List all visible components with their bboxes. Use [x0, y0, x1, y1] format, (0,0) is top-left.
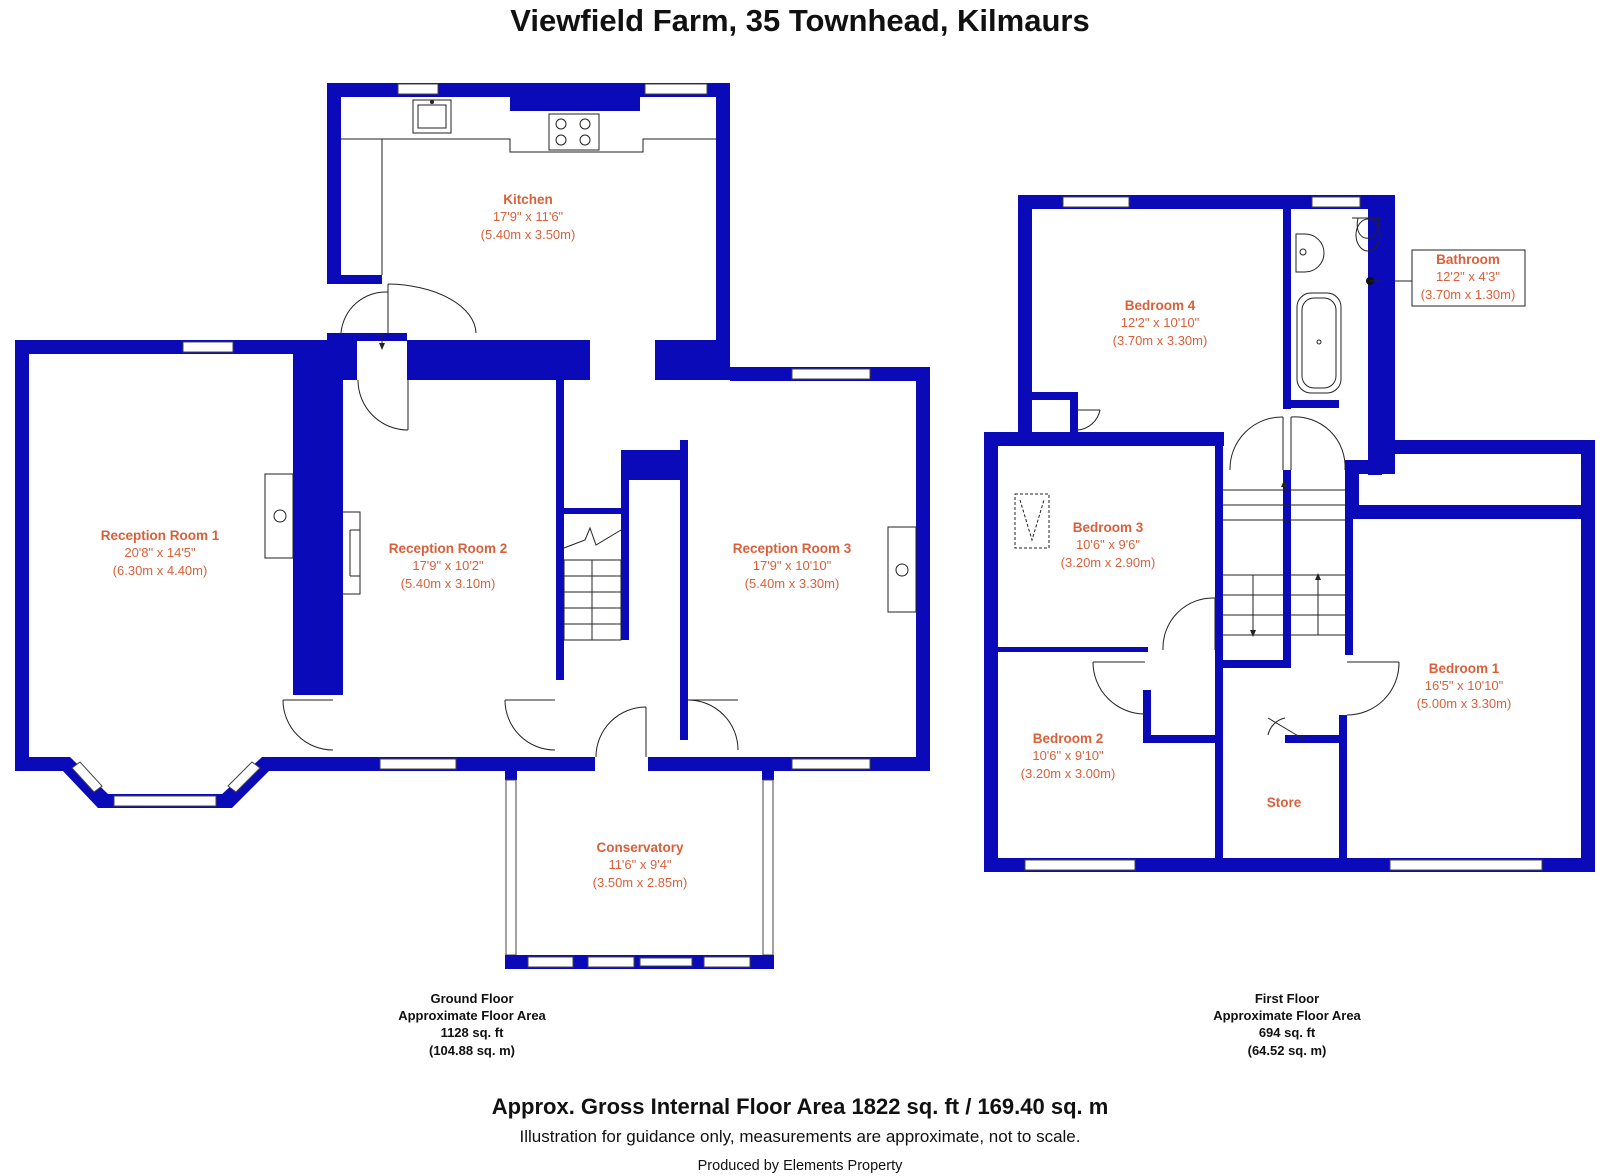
floor-name: Ground Floor — [430, 991, 513, 1006]
room-dimensions-imperial: 17'9" x 10'10" — [753, 558, 832, 573]
room-name: Store — [1267, 795, 1302, 810]
room-dimensions-metric: (3.50m x 2.85m) — [593, 875, 688, 890]
room-dimensions-imperial: 10'6" x 9'6" — [1076, 537, 1140, 552]
room-dimensions-imperial: 12'2" x 10'10" — [1121, 315, 1200, 330]
page-title: Viewfield Farm, 35 Townhead, Kilmaurs — [510, 3, 1089, 38]
room-label-bedroom-4: Bedroom 4 12'2" x 10'10" (3.70m x 3.30m) — [1113, 298, 1208, 348]
disclaimer: Illustration for guidance only, measurem… — [520, 1127, 1081, 1146]
room-dimensions-metric: (5.40m x 3.10m) — [401, 576, 496, 591]
room-dimensions-metric: (5.00m x 3.30m) — [1417, 696, 1512, 711]
ground-floor-plan — [15, 83, 930, 969]
room-label-store: Store — [1267, 795, 1302, 810]
room-name: Conservatory — [596, 840, 684, 855]
room-label-reception-room-3: Reception Room 3 17'9" x 10'10" (5.40m x… — [733, 541, 852, 591]
room-name: Kitchen — [503, 192, 553, 207]
room-label-conservatory: Conservatory 11'6" x 9'4" (3.50m x 2.85m… — [593, 840, 688, 890]
room-name: Reception Room 1 — [101, 528, 220, 543]
room-dimensions-metric: (6.30m x 4.40m) — [113, 563, 208, 578]
first-floor-area: First Floor Approximate Floor Area 694 s… — [1213, 991, 1361, 1058]
producer-credit: Produced by Elements Property — [698, 1158, 903, 1174]
room-name: Reception Room 3 — [733, 541, 852, 556]
ground-floor-area: Ground Floor Approximate Floor Area 1128… — [398, 991, 546, 1058]
room-dimensions-imperial: 20'8" x 14'5" — [124, 545, 196, 560]
room-dimensions-imperial: 16'5" x 10'10" — [1425, 678, 1504, 693]
room-name: Bedroom 3 — [1073, 520, 1144, 535]
room-dimensions-metric: (3.20m x 2.90m) — [1061, 555, 1156, 570]
room-dimensions-metric: (3.70m x 1.30m) — [1421, 287, 1516, 302]
room-name: Bedroom 4 — [1125, 298, 1196, 313]
floor-area-sqft: 1128 sq. ft — [441, 1025, 505, 1040]
floor-area-label: Approximate Floor Area — [1213, 1008, 1361, 1023]
room-label-bedroom-2: Bedroom 2 10'6" x 9'10" (3.20m x 3.00m) — [1021, 731, 1116, 781]
room-label-reception-room-1: Reception Room 1 20'8" x 14'5" (6.30m x … — [101, 528, 220, 578]
room-dimensions-metric: (5.40m x 3.30m) — [745, 576, 840, 591]
room-name: Bathroom — [1436, 252, 1500, 267]
room-name: Bedroom 1 — [1429, 661, 1500, 676]
room-label-kitchen: Kitchen 17'9" x 11'6" (5.40m x 3.50m) — [481, 192, 576, 242]
room-name: Bedroom 2 — [1033, 731, 1104, 746]
floor-area-sqm: (104.88 sq. m) — [429, 1043, 515, 1058]
room-name: Reception Room 2 — [389, 541, 508, 556]
room-dimensions-imperial: 17'9" x 11'6" — [493, 209, 564, 224]
room-dimensions-metric: (3.70m x 3.30m) — [1113, 333, 1208, 348]
floor-area-sqm: (64.52 sq. m) — [1248, 1043, 1327, 1058]
room-dimensions-metric: (5.40m x 3.50m) — [481, 227, 576, 242]
room-label-bedroom-1: Bedroom 1 16'5" x 10'10" (5.00m x 3.30m) — [1417, 661, 1512, 711]
room-label-bathroom: Bathroom 12'2" x 4'3" (3.70m x 1.30m) — [1421, 252, 1516, 302]
room-label-bedroom-3: Bedroom 3 10'6" x 9'6" (3.20m x 2.90m) — [1061, 520, 1156, 570]
floor-area-sqft: 694 sq. ft — [1259, 1025, 1316, 1040]
room-dimensions-imperial: 12'2" x 4'3" — [1436, 269, 1500, 284]
room-dimensions-imperial: 17'9" x 10'2" — [412, 558, 484, 573]
floor-name: First Floor — [1255, 991, 1319, 1006]
room-label-reception-room-2: Reception Room 2 17'9" x 10'2" (5.40m x … — [389, 541, 508, 591]
first-floor-plan — [984, 195, 1595, 872]
room-dimensions-imperial: 10'6" x 9'10" — [1032, 748, 1104, 763]
room-dimensions-imperial: 11'6" x 9'4" — [608, 857, 671, 872]
gross-floor-area: Approx. Gross Internal Floor Area 1822 s… — [492, 1094, 1109, 1119]
floor-area-label: Approximate Floor Area — [398, 1008, 546, 1023]
room-dimensions-metric: (3.20m x 3.00m) — [1021, 766, 1116, 781]
